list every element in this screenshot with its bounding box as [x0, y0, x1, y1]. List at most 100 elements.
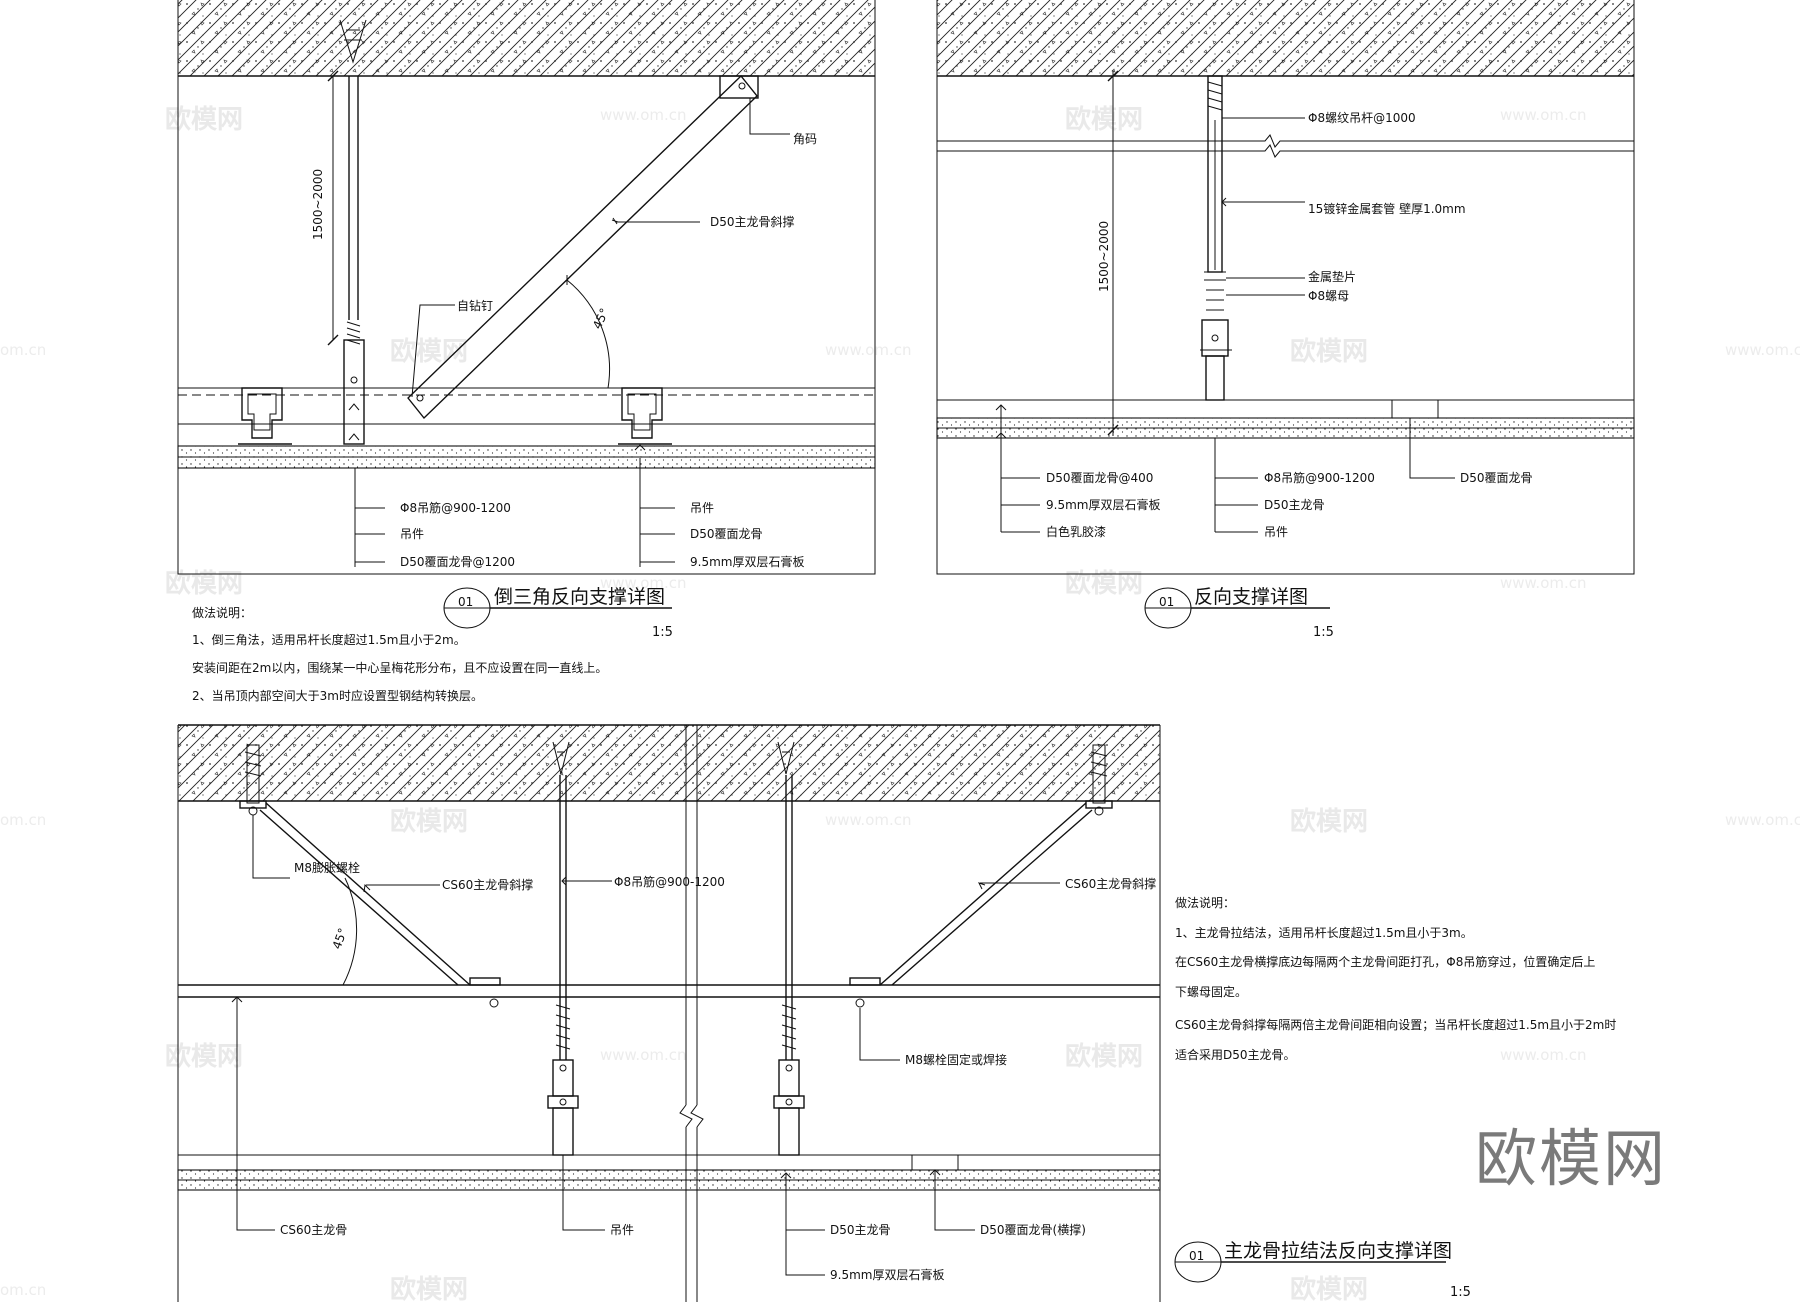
watermark-brand: 欧模网 — [1065, 1041, 1143, 1072]
detail-c-break-line — [679, 725, 704, 1302]
watermark-brand: 欧模网 — [1065, 104, 1143, 135]
watermark-site: www.om.cn — [1500, 574, 1587, 592]
watermark-site: www.om.cn — [825, 811, 912, 829]
detail-c-rod-right — [773, 741, 805, 1156]
label-a-rod: Φ8吊筋@900-1200 — [400, 500, 511, 515]
detail-a-cover-joist-left — [238, 387, 292, 445]
label-c-bolt-fix: M8螺栓固定或焊接 — [905, 1052, 1007, 1067]
detail-b-frame — [936, 0, 1635, 575]
detail-c-scale: 1:5 — [1450, 1285, 1471, 1300]
detail-a-brace — [407, 74, 759, 420]
detail-a-hanger-rod — [339, 19, 367, 445]
label-c-main-joist: CS60主龙骨 — [280, 1223, 347, 1237]
note-a-3: 2、当吊顶内部空间大于3m时应设置型钢结构转换层。 — [192, 688, 483, 703]
detail-b: 1500~2000 Φ8螺纹吊杆@1000 15镀锌金属套管 壁厚1.0mm 金… — [936, 0, 1635, 640]
note-a-0: 做法说明： — [192, 605, 252, 620]
watermark-site: om.cn — [0, 1281, 46, 1299]
detail-b-number: 01 — [1159, 595, 1174, 609]
note-c-2: 在CS60主龙骨横撑底边每隔两个主龙骨间距打孔，Φ8吊筋穿过，位置确定后上 — [1175, 954, 1595, 969]
label-b-cover-joist-right: D50覆面龙骨 — [1460, 471, 1533, 485]
label-c-brace-right: CS60主龙骨斜撑 — [1065, 876, 1156, 891]
detail-b-dimension-text: 1500~2000 — [1097, 221, 1111, 292]
watermark-site: www.om.cn — [600, 1046, 687, 1064]
watermark-brand: 欧模网 — [1290, 336, 1368, 367]
note-c-0: 做法说明： — [1175, 895, 1235, 910]
detail-b-scale: 1:5 — [1313, 625, 1334, 640]
watermark-brand: 欧模网 — [390, 336, 468, 367]
note-c-3: 下螺母固定。 — [1175, 984, 1247, 999]
label-b-nut: Φ8螺母 — [1308, 289, 1349, 303]
note-a-2: 安装间距在2m以内，围绕某一中心呈梅花形分布，且不应设置在同一直线上。 — [192, 660, 607, 675]
label-c-d50-main: D50主龙骨 — [830, 1223, 891, 1237]
label-b-cover-joist: D50覆面龙骨@400 — [1046, 471, 1153, 485]
detail-c-angle: 45° — [330, 877, 358, 986]
watermark-site: om.cn — [0, 811, 46, 829]
detail-a-dimension-text: 1500~2000 — [311, 169, 325, 240]
label-b-threaded-rod: Φ8螺纹吊杆@1000 — [1308, 111, 1416, 125]
detail-b-dimension: 1500~2000 — [1097, 70, 1119, 436]
detail-c-rod-left — [547, 741, 579, 1156]
watermark-site: www.om.cn — [600, 574, 687, 592]
label-a-cover-joist-right: D50覆面龙骨 — [690, 527, 763, 541]
detail-a-notes: 做法说明： 1、倒三角法，适用吊杆长度超过1.5m且小于2m。 — [192, 605, 466, 647]
watermark-site: www.om.cn — [600, 106, 687, 124]
detail-a-dimension: 1500~2000 — [311, 70, 339, 346]
label-b-board: 9.5mm厚双层石膏板 — [1046, 497, 1160, 512]
label-b-paint: 白色乳胶漆 — [1046, 524, 1106, 539]
detail-b-rod — [1200, 75, 1232, 401]
watermark-site: www.om.cn — [825, 341, 912, 359]
watermark-brand: 欧模网 — [390, 1274, 468, 1302]
label-a-hanger-right: 吊件 — [690, 501, 714, 515]
label-c-expansion-bolt: M8膨胀螺栓 — [294, 860, 360, 875]
watermark-brand: 欧模网 — [390, 806, 468, 837]
label-b-washer: 金属垫片 — [1308, 269, 1356, 284]
detail-c-frame — [177, 725, 1161, 1302]
detail-c-angle-text: 45° — [330, 926, 350, 951]
detail-a-title: 倒三角反向支撑详图 — [494, 586, 665, 608]
watermark-site: www.om.cn — [1500, 1046, 1587, 1064]
detail-c-number: 01 — [1189, 1249, 1204, 1263]
label-d50-brace: D50主龙骨斜撑 — [710, 214, 795, 229]
watermark-brand: 欧模网 — [165, 104, 243, 135]
watermark-site: www.om.cn — [1725, 811, 1800, 829]
watermark-site: www.om.cn — [1725, 341, 1800, 359]
label-c-hanger: 吊件 — [610, 1223, 634, 1237]
detail-a-title-block: 01 倒三角反向支撑详图 1:5 — [443, 586, 673, 640]
detail-b-title-block: 01 反向支撑详图 1:5 — [1144, 586, 1334, 640]
detail-c-brace-right — [849, 802, 1093, 1008]
watermark-brand: 欧模网 — [1065, 568, 1143, 599]
detail-a-frame — [177, 0, 876, 575]
label-c-rod: Φ8吊筋@900-1200 — [614, 874, 725, 889]
watermark-site: www.om.cn — [1500, 106, 1587, 124]
watermark-brand: 欧模网 — [165, 568, 243, 599]
label-b-sleeve: 15镀锌金属套管 壁厚1.0mm — [1308, 201, 1466, 216]
label-c-d50-cover: D50覆面龙骨(横撑) — [980, 1222, 1086, 1237]
watermark-site: om.cn — [0, 341, 46, 359]
brand-logo-text: 欧模网 — [1475, 1122, 1667, 1195]
label-corner-code: 角码 — [793, 132, 817, 146]
detail-c: 45° M8膨胀螺栓 CS60主龙骨斜撑 Φ8吊筋@900-1200 CS60主… — [177, 724, 1161, 1302]
watermark-brand: 欧模网 — [1290, 1274, 1368, 1302]
detail-c-brace-left — [259, 802, 501, 1008]
note-c-5: 适合采用D50主龙骨。 — [1175, 1047, 1296, 1062]
label-a-hanger-left: 吊件 — [400, 527, 424, 541]
detail-c-bolt-right — [1085, 744, 1113, 816]
watermark-brand: 欧模网 — [165, 1041, 243, 1072]
detail-a: 1500~2000 45° 角码 D50主龙骨斜撑 自钻钉 Φ8吊筋@900-1… — [177, 0, 876, 703]
note-c-4: CS60主龙骨斜撑每隔两倍主龙骨间距相向设置；当吊杆长度超过1.5m且小于2m时 — [1175, 1017, 1616, 1032]
label-a-board: 9.5mm厚双层石膏板 — [690, 554, 804, 569]
detail-c-title: 主龙骨拉结法反向支撑详图 — [1224, 1240, 1452, 1262]
label-b-hanger: 吊件 — [1264, 525, 1288, 539]
note-c-1: 1、主龙骨拉结法，适用吊杆长度超过1.5m且小于3m。 — [1175, 925, 1473, 940]
label-c-board: 9.5mm厚双层石膏板 — [830, 1267, 944, 1282]
detail-a-number: 01 — [458, 595, 473, 609]
detail-b-title: 反向支撑详图 — [1194, 586, 1308, 608]
label-a-cover-joist-left: D50覆面龙骨@1200 — [400, 555, 515, 569]
label-self-drill-screw: 自钻钉 — [457, 298, 493, 313]
detail-a-scale: 1:5 — [652, 625, 673, 640]
label-b-rod: Φ8吊筋@900-1200 — [1264, 470, 1375, 485]
note-a-1: 1、倒三角法，适用吊杆长度超过1.5m且小于2m。 — [192, 632, 466, 647]
label-c-brace-left: CS60主龙骨斜撑 — [442, 877, 533, 892]
detail-a-angle: 45° — [566, 275, 612, 389]
